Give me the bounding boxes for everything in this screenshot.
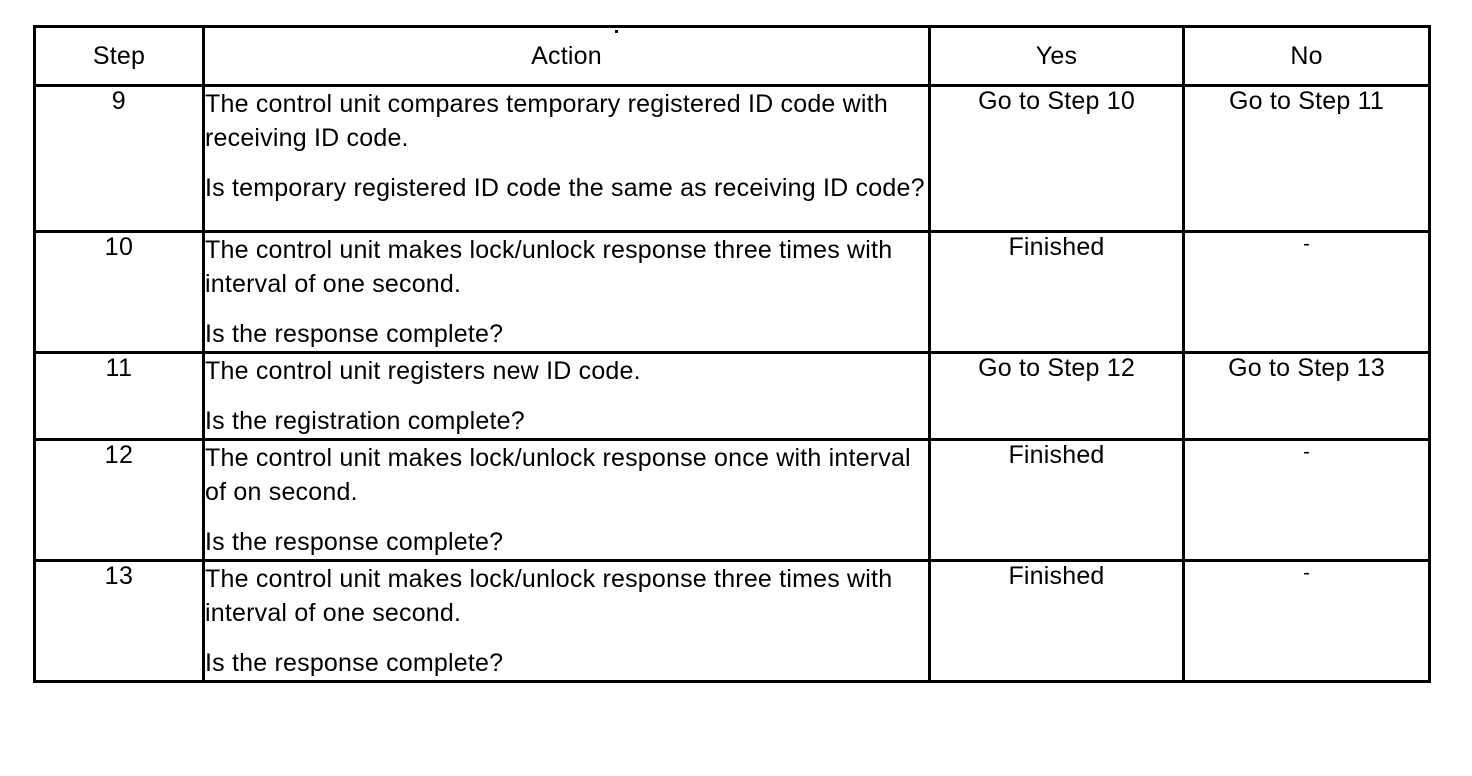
action-question: Is temporary registered ID code the same…: [205, 174, 925, 202]
cell-no-result: -: [1182, 230, 1431, 354]
table-row: 12 The control unit makes lock/unlock re…: [33, 438, 1431, 562]
column-header-step-label: Step: [92, 41, 146, 70]
action-statement: The control unit makes lock/unlock respo…: [205, 444, 911, 506]
cell-yes-result: Go to Step 10: [928, 84, 1185, 233]
cell-step-number: 9: [33, 84, 205, 233]
column-header-action: Action: [202, 25, 931, 87]
action-question: Is the registration complete?: [205, 407, 525, 435]
table-row: 13 The control unit makes lock/unlock re…: [33, 559, 1431, 683]
scan-speck-artifact: [614, 29, 618, 33]
cell-step-number: 10: [33, 230, 205, 354]
action-question: Is the response complete?: [205, 528, 504, 556]
column-header-step: Step: [33, 25, 205, 87]
cell-no-result: Go to Step 13: [1182, 351, 1431, 441]
table-header: Step Action Yes No: [33, 25, 1431, 87]
action-statement: The control unit registers new ID code.: [205, 357, 641, 385]
cell-no-result: -: [1182, 438, 1431, 562]
column-header-no-label: No: [1290, 41, 1323, 70]
table-row: 11 The control unit registers new ID cod…: [33, 351, 1431, 441]
cell-no-result: -: [1182, 559, 1431, 683]
header-row: Step Action Yes No: [33, 25, 1431, 87]
cell-action-description: The control unit compares temporary regi…: [202, 84, 931, 233]
cell-no-result: Go to Step 11: [1182, 84, 1431, 233]
cell-step-number: 12: [33, 438, 205, 562]
table-row: 10 The control unit makes lock/unlock re…: [33, 230, 1431, 354]
column-header-action-label: Action: [531, 29, 618, 71]
cell-yes-result: Finished: [928, 230, 1185, 354]
cell-step-number: 11: [33, 351, 205, 441]
table-row: 9 The control unit compares temporary re…: [33, 84, 1431, 233]
table-body: 9 The control unit compares temporary re…: [33, 84, 1431, 683]
action-statement: The control unit makes lock/unlock respo…: [205, 565, 893, 627]
cell-yes-result: Go to Step 12: [928, 351, 1185, 441]
cell-yes-result: Finished: [928, 559, 1185, 683]
cell-yes-result: Finished: [928, 438, 1185, 562]
cell-action-description: The control unit registers new ID code. …: [202, 351, 931, 441]
column-header-yes-label: Yes: [1035, 41, 1078, 70]
cell-action-description: The control unit makes lock/unlock respo…: [202, 559, 931, 683]
column-header-no: No: [1182, 25, 1431, 87]
action-question: Is the response complete?: [205, 320, 504, 348]
diagnostic-procedure-table: Step Action Yes No 9: [33, 25, 1431, 683]
cell-action-description: The control unit makes lock/unlock respo…: [202, 230, 931, 354]
action-question: Is the response complete?: [205, 649, 504, 677]
cell-action-description: The control unit makes lock/unlock respo…: [202, 438, 931, 562]
action-statement: The control unit makes lock/unlock respo…: [205, 236, 893, 298]
action-statement: The control unit compares temporary regi…: [205, 90, 888, 152]
cell-step-number: 13: [33, 559, 205, 683]
column-header-action-text: Action: [531, 41, 602, 70]
column-header-yes: Yes: [928, 25, 1185, 87]
